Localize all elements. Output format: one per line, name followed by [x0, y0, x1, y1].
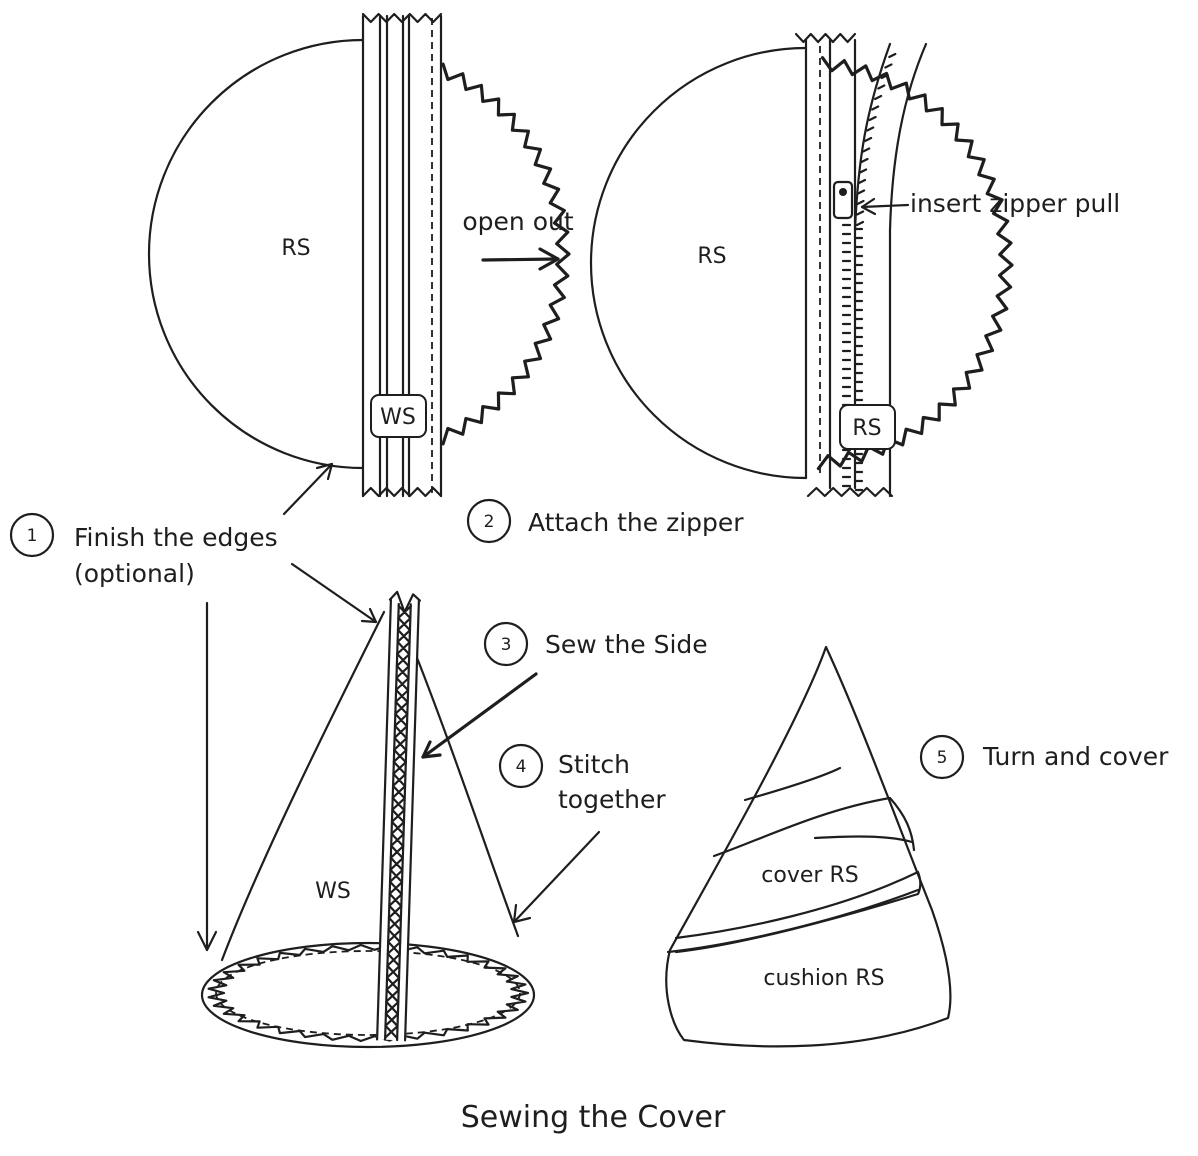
zipper-tape-cut-bottom [361, 486, 443, 498]
zipper-pull-icon [832, 180, 854, 220]
panel-1-semicircle-fabric [147, 38, 571, 470]
panel-1-rs-label: RS [281, 236, 310, 261]
svg-text:2: 2 [484, 512, 495, 532]
step-1-arrow-to-seam-top [290, 562, 378, 624]
finished-edge-zigzag [377, 47, 571, 461]
svg-text:1: 1 [27, 526, 38, 546]
step-5-label: Turn and cover [982, 742, 1169, 771]
open-out-arrow [481, 247, 560, 271]
step-2-label: Attach the zipper [528, 508, 744, 537]
svg-text:4: 4 [516, 757, 527, 777]
insert-zipper-pull-arrow [860, 197, 910, 216]
step-1-arrow-to-panel-1-edge [282, 462, 334, 516]
step-1-arrow-to-cone-base [196, 601, 218, 952]
finished-edge-zigzag [207, 943, 530, 1043]
step-2-marker: 2 [466, 498, 512, 544]
panel-2-semicircle-fabric [589, 46, 1014, 480]
insert-zipper-pull-label: insert zipper pull [910, 189, 1120, 218]
step-3-marker: 3 [483, 621, 529, 667]
panel-3-ws-label: WS [315, 879, 351, 904]
svg-text:RS: RS [852, 416, 881, 441]
step-1-label-line2: (optional) [74, 559, 195, 588]
step-1-marker: 1 [9, 512, 55, 558]
step-4-label-line1: Stitch [558, 750, 630, 779]
panel-2-rs-badge: RS [839, 404, 896, 450]
step-4-label-line2: together [558, 785, 666, 814]
open-out-label: open out [462, 207, 573, 236]
diagram-title: Sewing the Cover [461, 1100, 726, 1135]
side-seam-allowance [375, 590, 422, 1042]
step-5-marker: 5 [919, 734, 965, 780]
finished-edge-zigzag [816, 56, 1014, 471]
svg-text:3: 3 [501, 635, 512, 655]
step-4-arrow-to-cone-base [512, 830, 601, 924]
step-4-marker: 4 [498, 743, 544, 789]
panel-5-cone-covered [665, 645, 952, 1048]
svg-text:WS: WS [380, 405, 416, 430]
step-1-label-line1: Finish the edges [74, 523, 278, 552]
svg-text:5: 5 [937, 748, 948, 768]
zipper-tape-cut-top [361, 12, 443, 24]
step-3-label: Sew the Side [545, 630, 708, 659]
panel-3-cone-ws [200, 590, 536, 1049]
panel-2-zipper [794, 32, 928, 498]
panel-2-rs-label: RS [697, 244, 726, 269]
panel-5-cover-rs-label: cover RS [761, 863, 858, 888]
step-3-arrow-to-seam [421, 672, 538, 759]
zipper-tape-cut-bottom [806, 486, 894, 498]
panel-5-cushion-rs-label: cushion RS [763, 966, 884, 991]
zipper-tape-cut-top [794, 32, 857, 44]
panel-1-ws-badge: WS [370, 394, 427, 438]
